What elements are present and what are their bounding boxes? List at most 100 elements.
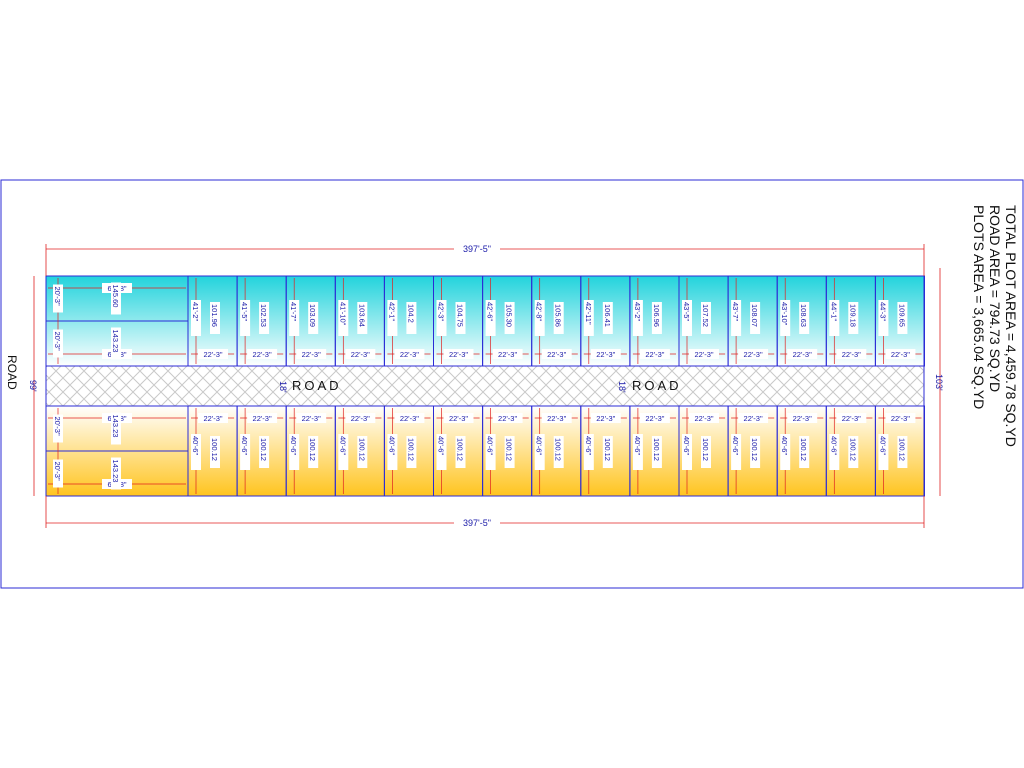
plot-cell[interactable]: 22'-3"41'-5"102.53 <box>236 275 287 367</box>
plot-area-label: 100.12 <box>799 438 808 461</box>
corner-width-label: 20'-3" <box>53 417 62 436</box>
plot-area-label: 100.12 <box>406 438 415 461</box>
plot-area-label: 100.12 <box>357 438 366 461</box>
plot-width-label: 22'-3" <box>744 414 763 423</box>
plot-width-label: 22'-3" <box>351 414 370 423</box>
corner-plot-cell[interactable]: 20'-3"143.23 <box>53 457 121 490</box>
road-width-label: 18' <box>617 381 627 393</box>
label-bg <box>247 413 278 423</box>
label-bg <box>455 436 466 468</box>
plot-area-label: 103.09 <box>308 304 317 327</box>
label-bg <box>387 434 398 470</box>
label-bg <box>799 436 810 468</box>
plot-area-label: 101.96 <box>210 304 219 327</box>
label-bg <box>583 300 594 336</box>
label-bg <box>632 434 643 470</box>
plot-area-label: 104.2 <box>406 304 415 323</box>
plot-width-label: 22'-3" <box>547 350 566 359</box>
label-bg <box>701 436 711 468</box>
plot-cell[interactable]: 22'-3"40'-6"100.12 <box>236 405 287 497</box>
label-bg <box>897 302 908 334</box>
plot-cell[interactable]: 22'-3"40'-6"100.12 <box>531 405 582 497</box>
label-bg <box>53 414 63 443</box>
plot-area-label: 103.64 <box>357 304 366 327</box>
corner-plot-cell[interactable]: 20'-3"143.23 <box>53 327 121 360</box>
plot-depth-label: 40'-6" <box>829 436 838 455</box>
label-bg <box>787 413 818 423</box>
plot-cell[interactable]: 22'-3"44'-3"109.65 <box>874 275 926 367</box>
corner-width-label: 20'-3" <box>53 287 62 306</box>
label-bg <box>689 349 719 359</box>
corner-plot-cell[interactable]: 20'-3"143.23 <box>53 412 121 445</box>
label-bg <box>406 436 417 468</box>
plot-depth-label: 42'-11" <box>584 302 593 325</box>
plot-cell[interactable]: 22'-3"42'-1"104.2 <box>383 275 434 367</box>
bottom-overall-dimension: 397'-5" <box>463 518 491 528</box>
label-bg <box>750 436 761 468</box>
label-bg <box>682 300 692 336</box>
plot-width-label: 22'-3" <box>302 414 321 423</box>
label-bg <box>111 457 121 490</box>
plot-depth-label: 40'-6" <box>633 436 642 455</box>
plot-depth-label: 40'-6" <box>338 436 347 455</box>
label-bg <box>111 282 121 315</box>
plot-cell[interactable]: 22'-3"40'-6"100.12 <box>727 405 778 497</box>
label-bg <box>492 349 523 359</box>
plot-area-label: 100.12 <box>210 438 219 461</box>
label-bg <box>240 300 251 336</box>
plot-area-label: 108.07 <box>750 304 759 327</box>
sheet-frame <box>0 179 1024 589</box>
plot-area-label: 100.12 <box>701 438 710 461</box>
label-bg <box>553 302 564 334</box>
label-bg <box>406 302 417 334</box>
plot-width-label: 22'-3" <box>645 350 664 359</box>
label-bg <box>111 412 121 445</box>
plot-width-label: 22'-3" <box>694 414 713 423</box>
plot-cell[interactable]: 22'-3"40'-6"100.12 <box>874 405 926 497</box>
corner-plot-cell[interactable]: 20'-3"145.60 <box>53 282 121 315</box>
plot-cell[interactable]: 22'-3"42'-8"105.86 <box>531 275 582 367</box>
plot-area-label: 100.12 <box>897 438 906 461</box>
plot-cell[interactable]: 22'-3"40'-6"100.12 <box>285 405 336 497</box>
label-bg <box>455 302 466 334</box>
plot-area-label: 100.12 <box>554 438 563 461</box>
label-bg <box>553 436 564 468</box>
label-bg <box>583 434 594 470</box>
plot-width-label: 22'-3" <box>449 350 468 359</box>
plot-depth-label: 44'-1" <box>829 302 838 321</box>
label-bg <box>738 349 769 359</box>
plot-depth-label: 40'-6" <box>240 436 249 455</box>
label-bg <box>731 434 742 470</box>
plot-cell[interactable]: 22'-3"43'-2"106.96 <box>629 275 680 367</box>
plot-width-label: 22'-3" <box>744 350 763 359</box>
road-area-text: ROAD AREA = 794.73 SQ.YD <box>987 205 1003 392</box>
plot-area-label: 100.12 <box>652 438 661 461</box>
plot-depth-label: 42'-3" <box>437 302 446 321</box>
plot-area-label: 100.12 <box>456 438 465 461</box>
plot-area-label: 105.30 <box>505 304 514 327</box>
label-bg <box>443 349 474 359</box>
label-bg <box>701 302 711 334</box>
label-bg <box>240 434 251 470</box>
plot-cell[interactable]: 22'-3"44'-1"109.18 <box>825 275 876 367</box>
label-bg <box>259 302 270 334</box>
label-bg <box>682 434 692 470</box>
plot-width-label: 22'-3" <box>498 414 517 423</box>
plot-width-label: 22'-3" <box>253 414 272 423</box>
label-bg <box>897 436 908 468</box>
plot-depth-label: 43'-2" <box>633 302 642 321</box>
plot-width-label: 22'-3" <box>351 350 370 359</box>
label-bg <box>289 300 300 336</box>
label-bg <box>651 302 662 334</box>
label-bg <box>210 436 220 468</box>
plot-cell[interactable]: 22'-3"40'-6"100.12 <box>580 405 631 497</box>
label-bg <box>492 413 523 423</box>
dimension-label-bg <box>454 517 500 528</box>
label-bg <box>296 349 327 359</box>
label-bg <box>602 436 613 468</box>
plot-width-label: 22'-3" <box>547 414 566 423</box>
side-road-label: ROAD <box>5 355 19 390</box>
plot-width-label: 22'-3" <box>302 350 321 359</box>
label-bg <box>210 302 220 334</box>
